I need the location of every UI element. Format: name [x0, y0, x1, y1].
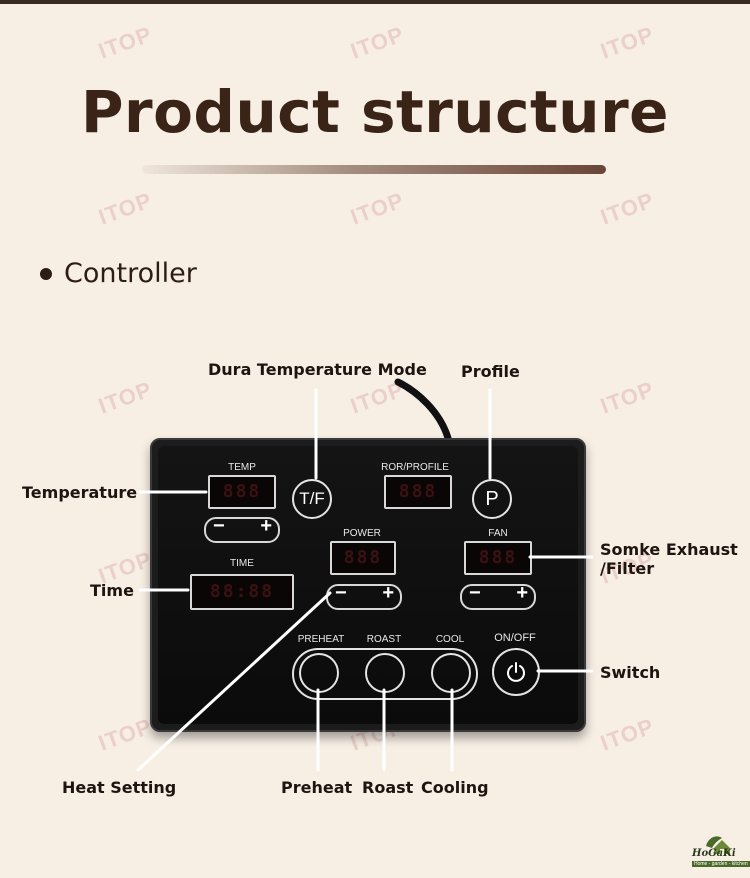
profile-button-label: P — [485, 487, 499, 510]
callout-dura-temp-mode: Dura Temperature Mode — [208, 360, 427, 379]
bullet-icon — [40, 267, 52, 280]
callout-heat-setting: Heat Setting — [62, 778, 177, 797]
fan-minus-button[interactable]: − — [469, 582, 481, 604]
callout-preheat: Preheat — [281, 778, 353, 797]
temp-plus-button[interactable]: + — [260, 515, 272, 537]
logo-tagline: Home - garden - kitchen — [692, 861, 750, 867]
profile-button[interactable]: P — [472, 479, 512, 519]
callout-cooling: Cooling — [421, 778, 489, 797]
section-heading: Controller — [40, 258, 197, 289]
fan-label: FAN — [488, 528, 508, 539]
callout-time: Time — [90, 581, 134, 600]
ror-profile-label: ROR/PROFILE — [381, 462, 449, 473]
roast-label: ROAST — [366, 634, 402, 645]
cool-label: COOL — [435, 634, 465, 645]
time-label: TIME — [230, 558, 254, 569]
temp-display: 888 — [208, 475, 276, 509]
section-label: Controller — [64, 258, 197, 289]
power-plus-button[interactable]: + — [382, 582, 394, 604]
fan-plus-button[interactable]: + — [516, 582, 528, 604]
ror-profile-display: 888 — [384, 475, 452, 509]
temp-label: TEMP — [228, 462, 256, 473]
fan-display: 888 — [464, 541, 532, 575]
callout-smoke-exhaust: Somke Exhaust — [600, 540, 738, 559]
callout-roast: Roast — [362, 778, 414, 797]
roast-button[interactable] — [365, 653, 405, 693]
power-switch-button[interactable] — [492, 648, 540, 696]
callout-switch: Switch — [600, 663, 661, 682]
tf-button-label: T/F — [299, 489, 325, 508]
preheat-button[interactable] — [299, 653, 339, 693]
tf-button[interactable]: T/F — [292, 479, 332, 519]
cool-button[interactable] — [431, 653, 471, 693]
temp-minus-button[interactable]: − — [213, 515, 225, 537]
page-title: Product structure — [80, 78, 670, 146]
preheat-label: PREHEAT — [297, 634, 345, 645]
power-icon — [507, 662, 525, 682]
power-adjust[interactable]: − + — [326, 582, 402, 610]
top-border — [0, 0, 750, 4]
callout-profile: Profile — [461, 362, 520, 381]
callout-filter: /Filter — [600, 559, 655, 578]
onoff-label: ON/OFF — [494, 632, 536, 644]
temp-adjust[interactable]: − + — [204, 515, 280, 543]
hogaki-logo — [706, 836, 730, 854]
fan-adjust[interactable]: − + — [460, 582, 536, 610]
logo-wordmark: HoGaKi — [692, 848, 736, 859]
title-underline — [142, 165, 606, 174]
power-display: 888 — [330, 541, 396, 575]
power-label: POWER — [343, 528, 381, 539]
callout-temperature: Temperature — [22, 483, 138, 502]
time-display: 88:88 — [190, 574, 294, 610]
power-minus-button[interactable]: − — [335, 582, 347, 604]
